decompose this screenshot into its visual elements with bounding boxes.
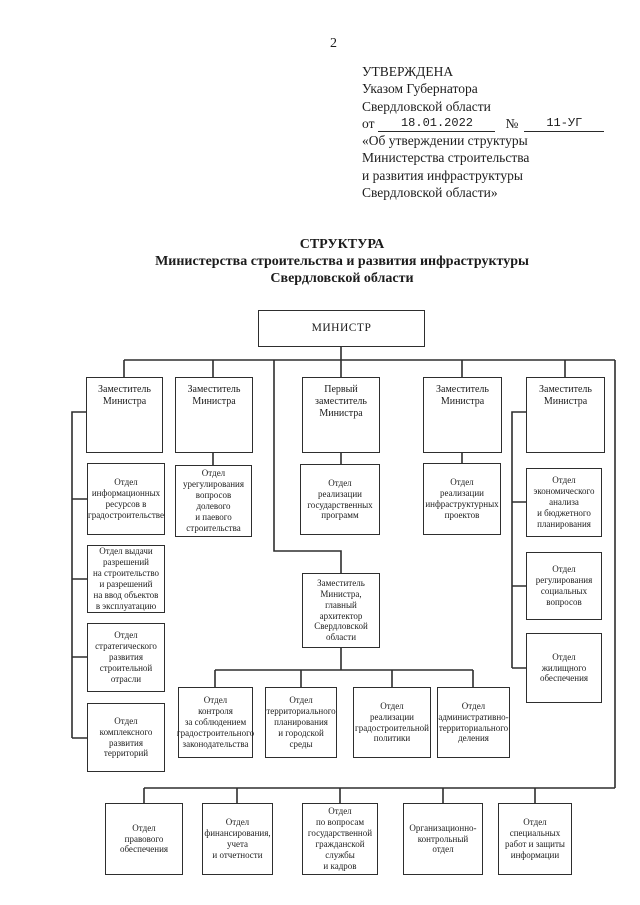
org-node-dept-finance-accounting: Отдел финансирования, учета и отчетности [202, 803, 273, 875]
decree-date-field: 18.01.2022 [378, 115, 496, 133]
approval-line-decree: Указом Губернатора [362, 81, 478, 97]
org-node-dept-social-issues: Отдел регулирования социальных вопросов [526, 552, 602, 620]
connector-left-bracket [71, 411, 87, 739]
title-line-2: Министерства строительства и развития ин… [155, 254, 529, 269]
title-line-1: СТРУКТУРА [299, 237, 385, 252]
approval-quote-line-3: и развития инфраструктуры [362, 167, 523, 183]
connector-bottom-bus [143, 787, 615, 803]
org-node-dept-territorial-planning: Отдел территориального планирования и го… [265, 687, 337, 758]
org-node-dept-economic-analysis: Отдел экономического анализа и бюджетног… [526, 468, 602, 537]
org-node-first-deputy-minister: Первый заместитель Министра [302, 377, 380, 453]
org-node-dept-legal-support: Отдел правового обеспечения [105, 803, 183, 875]
org-node-dept-civil-service-personnel: Отдел по вопросам государственной гражда… [302, 803, 378, 875]
org-node-dept-shared-construction-settlement: Отдел урегулирования вопросов долевого и… [175, 465, 252, 537]
decree-number-field: 11-УГ [524, 115, 605, 133]
org-node-dept-infrastructure-projects: Отдел реализации инфраструктурных проект… [423, 463, 501, 535]
org-node-dept-urban-policy: Отдел реализации градостроительной полит… [353, 687, 431, 758]
org-node-dept-construction-permits: Отдел выдачи разрешений на строительство… [87, 545, 165, 613]
org-node-dept-state-programs: Отдел реализации государственных програм… [300, 464, 380, 535]
approval-quote-line-4: Свердловской области» [362, 185, 498, 201]
org-node-dept-urban-law-compliance: Отдел контроля за соблюдением градострои… [177, 687, 254, 758]
org-node-dept-information-resources: Отдел информационных ресурсов в градостр… [87, 463, 165, 535]
date-prefix-label: от [362, 115, 375, 131]
approval-line-approved: УТВЕРЖДЕНА [362, 64, 454, 79]
org-node-dept-strategic-development: Отдел стратегического развития строитель… [87, 623, 165, 692]
connector-right-bracket [511, 411, 526, 669]
approval-line-region: Свердловской области [362, 98, 491, 114]
connector-architect-bus [214, 648, 474, 687]
org-node-dept-complex-territory-development: Отдел комплексного развития территорий [87, 703, 165, 772]
approval-quote-line-1: «Об утверждении структуры [362, 133, 528, 149]
org-node-dept-housing-provision: Отдел жилищного обеспечения [526, 633, 602, 703]
connector-minister-bus [123, 347, 616, 788]
org-node-dept-administrative-territorial: Отдел административно- территориального … [437, 687, 510, 758]
org-node-deputy-minister-4: Заместитель Министра [526, 377, 605, 453]
org-node-minister: МИНИСТР [258, 310, 425, 347]
org-node-deputy-minister-3: Заместитель Министра [423, 377, 502, 453]
approval-stamp: УТВЕРЖДЕНА Указом Губернатора Свердловск… [362, 63, 612, 201]
approval-quote-line-2: Министерства строительства [362, 150, 530, 166]
org-node-dept-organizational-control: Организационно- контрольный отдел [403, 803, 483, 875]
connector-child-stubs [212, 452, 463, 465]
org-node-deputy-minister-2: Заместитель Министра [175, 377, 253, 453]
page-number: 2 [330, 36, 337, 51]
org-node-dept-special-works-infosec: Отдел специальных работ и защиты информа… [498, 803, 572, 875]
org-node-deputy-minister-1: Заместитель Министра [86, 377, 163, 453]
title-line-3: Свердловской области [270, 271, 414, 286]
org-node-deputy-minister-chief-architect: Заместитель Министра, главный архитектор… [302, 573, 380, 648]
number-sign-label: № [505, 115, 519, 131]
document-title: СТРУКТУРА Министерства строительства и р… [42, 236, 640, 287]
